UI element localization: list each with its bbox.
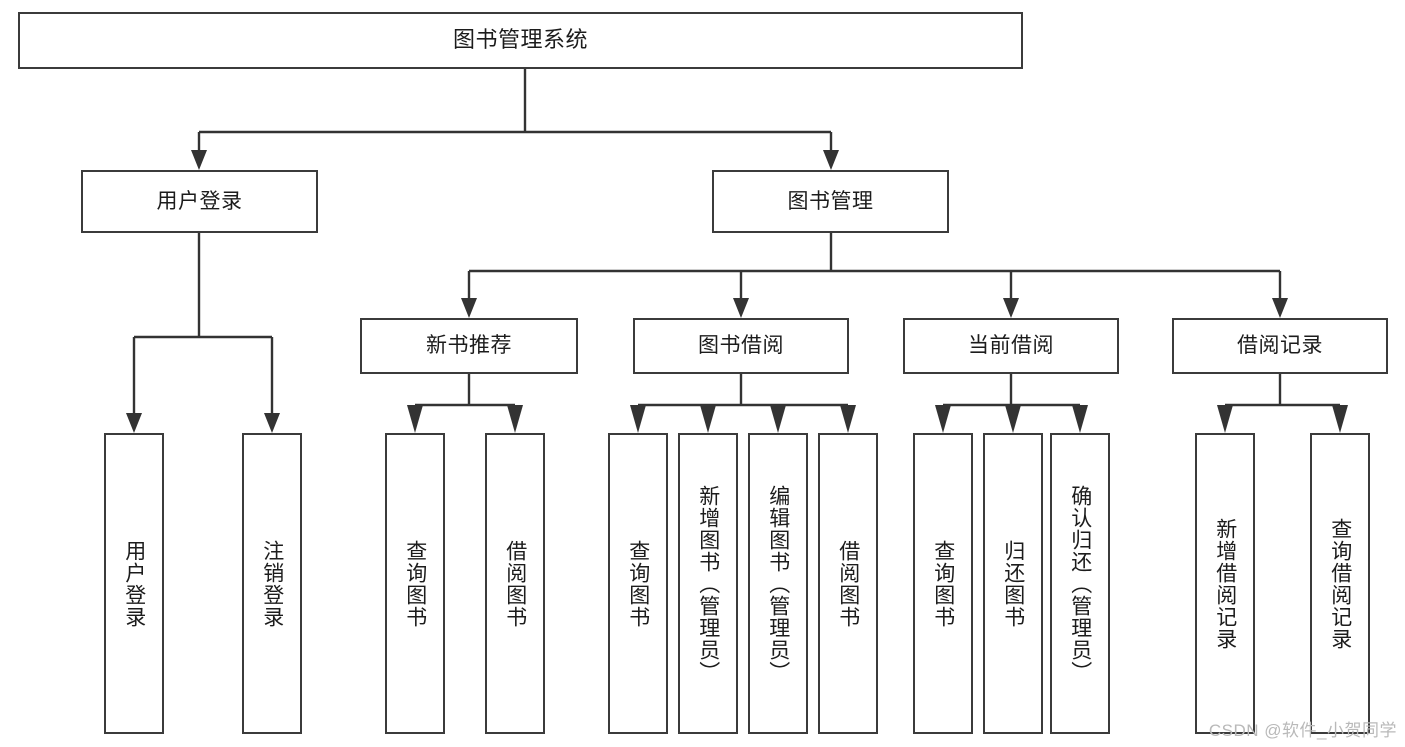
leaf-confirm-return-admin[interactable]: 确认归还（管理员） (1050, 433, 1110, 734)
leaf-query-borrow-record-label: 查询借阅记录 (1328, 517, 1352, 650)
leaf-borrow-book-newbook-label: 借阅图书 (503, 539, 527, 628)
leaf-query-book-current-label: 查询图书 (931, 539, 955, 628)
connector-current-to-leaves (935, 374, 1088, 433)
connector-root-to-level2 (191, 69, 839, 170)
leaf-query-book-newbook-label: 查询图书 (403, 539, 427, 628)
node-new-book-recommend[interactable]: 新书推荐 (360, 318, 578, 374)
leaf-borrow-book[interactable]: 借阅图书 (818, 433, 878, 734)
leaf-return-book[interactable]: 归还图书 (983, 433, 1043, 734)
node-book-borrow[interactable]: 图书借阅 (633, 318, 849, 374)
node-root-label: 图书管理系统 (452, 27, 588, 53)
leaf-logout[interactable]: 注销登录 (242, 433, 302, 734)
node-book-management[interactable]: 图书管理 (712, 170, 949, 233)
leaf-add-borrow-record-label: 新增借阅记录 (1213, 517, 1237, 650)
leaf-confirm-return-admin-label: 确认归还（管理员） (1068, 484, 1092, 683)
leaf-return-book-label: 归还图书 (1001, 539, 1025, 628)
leaf-add-borrow-record[interactable]: 新增借阅记录 (1195, 433, 1255, 734)
leaf-query-book-borrow[interactable]: 查询图书 (608, 433, 668, 734)
connector-bookmgmt-to-level3 (461, 233, 1288, 318)
leaf-query-book-borrow-label: 查询图书 (626, 539, 650, 628)
connector-record-to-leaves (1217, 374, 1348, 433)
leaf-borrow-book-newbook[interactable]: 借阅图书 (485, 433, 545, 734)
connector-borrow-to-leaves (630, 374, 856, 433)
connector-newbook-to-leaves (407, 374, 523, 433)
leaf-add-book-admin[interactable]: 新增图书（管理员） (678, 433, 738, 734)
leaf-query-borrow-record[interactable]: 查询借阅记录 (1310, 433, 1370, 734)
node-root[interactable]: 图书管理系统 (18, 12, 1023, 69)
node-borrow-record-label: 借阅记录 (1237, 334, 1323, 358)
node-current-borrow-label: 当前借阅 (968, 334, 1054, 358)
node-user-login-label: 用户登录 (156, 189, 243, 213)
node-user-login[interactable]: 用户登录 (81, 170, 318, 233)
node-borrow-record[interactable]: 借阅记录 (1172, 318, 1388, 374)
csdn-watermark: CSDN @软件_小贺同学 (1208, 721, 1397, 740)
leaf-edit-book-admin[interactable]: 编辑图书（管理员） (748, 433, 808, 734)
connector-userlogin-to-leaves (126, 233, 280, 433)
leaf-add-book-admin-label: 新增图书（管理员） (696, 484, 720, 683)
node-current-borrow[interactable]: 当前借阅 (903, 318, 1119, 374)
node-new-book-recommend-label: 新书推荐 (426, 334, 512, 358)
leaf-query-book-current[interactable]: 查询图书 (913, 433, 973, 734)
leaf-edit-book-admin-label: 编辑图书（管理员） (766, 484, 790, 683)
leaf-logout-label: 注销登录 (260, 539, 284, 628)
leaf-borrow-book-label: 借阅图书 (836, 539, 860, 628)
leaf-user-login[interactable]: 用户登录 (104, 433, 164, 734)
node-book-management-label: 图书管理 (787, 189, 874, 213)
leaf-query-book-newbook[interactable]: 查询图书 (385, 433, 445, 734)
leaf-user-login-label: 用户登录 (122, 539, 146, 628)
node-book-borrow-label: 图书借阅 (698, 334, 784, 358)
